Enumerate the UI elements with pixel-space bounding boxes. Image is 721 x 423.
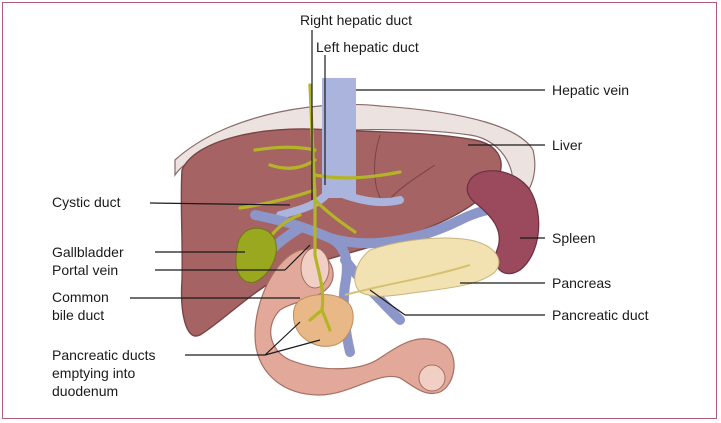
label-liver: Liver (552, 136, 582, 154)
label-spleen: Spleen (552, 229, 596, 247)
label-portal-vein: Portal vein (52, 261, 118, 279)
duodenum-opening-bottom (419, 365, 445, 391)
label-pancreatic-ducts-line1: Pancreatic ducts (52, 346, 156, 364)
label-right-hepatic-duct: Right hepatic duct (300, 11, 412, 29)
label-left-hepatic-duct: Left hepatic duct (316, 38, 419, 56)
label-hepatic-vein: Hepatic vein (552, 81, 629, 99)
label-pancreatic-ducts-line3: duodenum (52, 382, 118, 400)
label-common-bile-duct-line1: Common (52, 288, 109, 306)
label-pancreas: Pancreas (552, 274, 611, 292)
hepatic-vein (322, 78, 356, 198)
label-common-bile-duct-line2: bile duct (52, 306, 104, 324)
label-pancreatic-ducts-line2: emptying into (52, 364, 135, 382)
label-cystic-duct: Cystic duct (52, 193, 120, 211)
label-pancreatic-duct: Pancreatic duct (552, 306, 649, 324)
label-gallbladder: Gallbladder (52, 243, 124, 261)
